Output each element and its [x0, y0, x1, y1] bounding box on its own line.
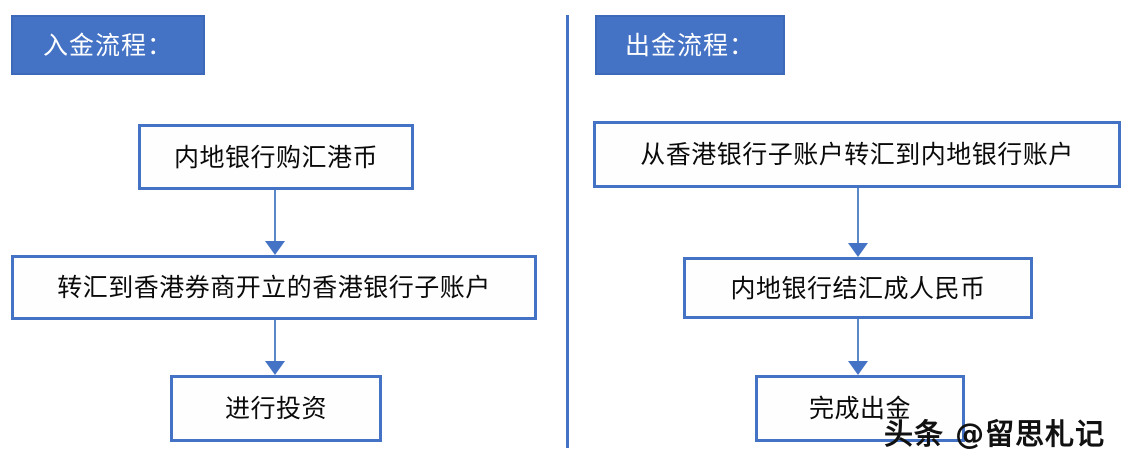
watermark-label: 头条 @留思札记 [884, 417, 1106, 451]
deposit-step-3[interactable]: 进行投资 [170, 375, 382, 442]
withdraw-step-1[interactable]: 从香港银行子账户转汇到内地银行账户 [593, 121, 1121, 188]
deposit-flow-header: 入金流程： [11, 15, 205, 75]
withdraw-step-2[interactable]: 内地银行结汇成人民币 [683, 257, 1033, 319]
withdraw-step-3[interactable]: 完成出金 [755, 375, 965, 442]
deposit-connector-2 [265, 320, 285, 375]
column-divider [566, 15, 569, 448]
deposit-step-2[interactable]: 转汇到香港券商开立的香港银行子账户 [11, 255, 537, 320]
deposit-connector-1 [265, 190, 285, 255]
withdraw-flow-header: 出金流程： [595, 15, 785, 75]
withdraw-connector-2 [848, 319, 868, 375]
deposit-step-1[interactable]: 内地银行购汇港币 [138, 124, 414, 190]
withdraw-connector-1 [848, 188, 868, 257]
